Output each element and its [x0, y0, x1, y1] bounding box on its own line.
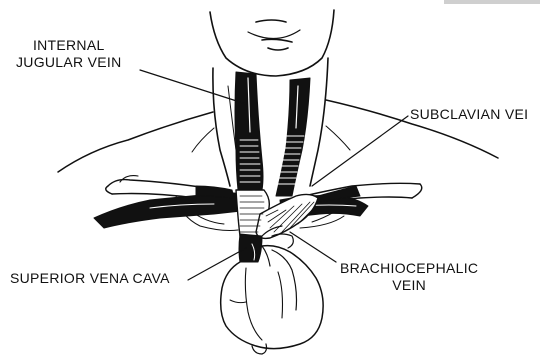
label-internal-jugular-vein-line1: INTERNAL [16, 37, 122, 54]
label-internal-jugular-vein-line2: JUGULAR VEIN [16, 54, 122, 71]
label-brachiocephalic-vein-line2: VEIN [340, 277, 478, 294]
leader-lines [140, 70, 408, 280]
right-internal-jugular-vein [276, 78, 310, 196]
superior-vena-cava [239, 234, 262, 262]
leader-internal-jugular-vein [140, 70, 246, 104]
left-internal-jugular-vein [235, 72, 263, 190]
neck-outline [213, 58, 328, 186]
brachiocephalic-veins [236, 190, 318, 238]
label-superior-vena-cava: SUPERIOR VENA CAVA [10, 270, 170, 287]
label-brachiocephalic-vein-line1: BRACHIOCEPHALIC [340, 260, 478, 277]
label-brachiocephalic-vein: BRACHIOCEPHALIC VEIN [340, 260, 478, 294]
left-subclavian-vein [94, 186, 250, 228]
chin-outline [210, 10, 334, 76]
label-subclavian-vein: SUBCLAVIAN VEI [410, 106, 528, 123]
heart [221, 234, 323, 354]
label-internal-jugular-vein: INTERNAL JUGULAR VEIN [16, 37, 122, 71]
